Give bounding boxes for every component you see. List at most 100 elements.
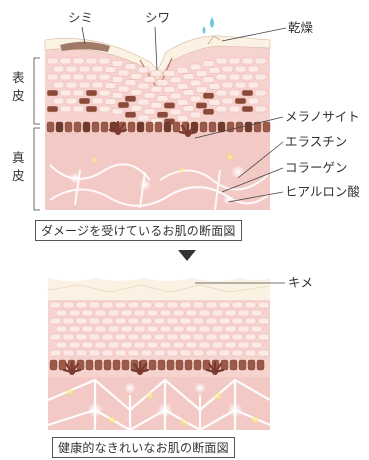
- basal-cell: [148, 359, 157, 371]
- skin-cell: [65, 65, 78, 73]
- skin-cell: [231, 317, 244, 325]
- skin-cell: [185, 325, 198, 333]
- skin-cell: [234, 97, 247, 105]
- skin-cell: [179, 333, 192, 341]
- skin-cell: [231, 301, 244, 309]
- skin-cell: [65, 81, 78, 89]
- skin-cell: [192, 317, 205, 325]
- skin-cell: [98, 89, 111, 97]
- basal-cell: [94, 359, 103, 371]
- skin-cell: [49, 333, 62, 341]
- skin-cell: [228, 89, 241, 97]
- basal-cell: [157, 359, 166, 371]
- skin-cell: [49, 349, 62, 357]
- basal-cell: [103, 359, 112, 371]
- skin-cell: [195, 86, 208, 93]
- skin-cell: [49, 301, 62, 309]
- skin-cell: [156, 111, 169, 118]
- skin-cell: [224, 309, 237, 317]
- label-dermis-2: 皮: [12, 168, 25, 183]
- basal-cell: [73, 121, 82, 133]
- skin-cell: [202, 92, 215, 99]
- leader-line: [154, 26, 158, 71]
- skin-cell: [150, 70, 163, 77]
- skin-cell: [78, 81, 91, 89]
- skin-cell: [205, 349, 218, 357]
- hyaluronic-blob: [139, 179, 151, 191]
- skin-cell: [163, 86, 176, 93]
- basal-cell: [55, 121, 64, 133]
- skin-cell: [111, 108, 124, 115]
- skin-cell: [137, 82, 150, 90]
- skin-cell: [124, 111, 137, 118]
- label-elastin: エラスチン: [285, 134, 347, 149]
- basal-cell: [166, 359, 175, 371]
- skin-cell: [244, 333, 257, 341]
- skin-cell: [208, 99, 221, 106]
- skin-cell: [124, 79, 137, 86]
- skin-cell: [231, 349, 244, 357]
- label-collagen: コラーゲン: [285, 160, 348, 175]
- skin-cell: [166, 301, 179, 309]
- skin-cell: [202, 76, 215, 83]
- skin-cell: [221, 97, 234, 105]
- skin-cell: [72, 89, 85, 97]
- skin-cell: [91, 81, 104, 89]
- skin-cell: [215, 89, 228, 97]
- skin-cell: [153, 349, 166, 357]
- skin-cell: [59, 105, 72, 113]
- healthy-cell-rows: [49, 301, 270, 357]
- skin-cell: [247, 97, 260, 105]
- skin-cell: [198, 309, 211, 317]
- skin-cell: [75, 333, 88, 341]
- skin-cell: [140, 301, 153, 309]
- skin-cell: [228, 73, 241, 81]
- skin-cell: [195, 70, 208, 77]
- skin-cell: [166, 349, 179, 357]
- melanocyte-icon: [178, 122, 198, 136]
- skin-cell: [241, 73, 254, 81]
- skin-cell: [241, 57, 254, 65]
- skin-cell: [124, 63, 137, 70]
- skin-cell: [182, 89, 195, 96]
- skin-cell: [159, 341, 172, 349]
- elastin-spot: [251, 416, 259, 424]
- skin-cell: [185, 341, 198, 349]
- label-shimi: シミ: [68, 10, 93, 25]
- skin-cell: [143, 108, 156, 115]
- basal-cell: [253, 121, 262, 133]
- skin-cell: [224, 341, 237, 349]
- skin-cell: [189, 95, 202, 103]
- skin-cell: [237, 341, 250, 349]
- top-labels: シミ シワ 乾燥 表 皮 真 皮 メラノサイト エラスチン コラーゲン ヒアルロ…: [12, 10, 360, 211]
- skin-cell: [150, 102, 163, 109]
- skin-cell: [211, 341, 224, 349]
- skin-cell: [241, 89, 254, 97]
- skin-cell: [98, 105, 111, 113]
- skin-cell: [189, 79, 202, 87]
- leader-line: [221, 167, 284, 193]
- label-kime: キメ: [288, 275, 313, 290]
- skin-cell: [117, 69, 130, 77]
- melanocyte-icon: [62, 360, 82, 374]
- skin-cell: [211, 325, 224, 333]
- basal-cell: [217, 121, 226, 133]
- skin-cell: [130, 89, 143, 96]
- skin-cell: [224, 325, 237, 333]
- skin-cell: [62, 333, 75, 341]
- skin-cell: [127, 349, 140, 357]
- skin-cell: [218, 317, 231, 325]
- label-hyaluronic: ヒアルロン酸: [285, 184, 360, 199]
- basal-cell: [220, 359, 229, 371]
- melanocyte-icon: [137, 369, 143, 375]
- skin-cell: [117, 85, 130, 93]
- leader-line: [81, 26, 86, 45]
- skin-cell: [107, 341, 120, 349]
- shimi-spot: [60, 41, 110, 52]
- skin-cell: [143, 92, 156, 99]
- basal-cell: [244, 121, 253, 133]
- elastin-spot: [146, 392, 154, 400]
- skin-cell: [146, 309, 159, 317]
- skin-cell: [101, 349, 114, 357]
